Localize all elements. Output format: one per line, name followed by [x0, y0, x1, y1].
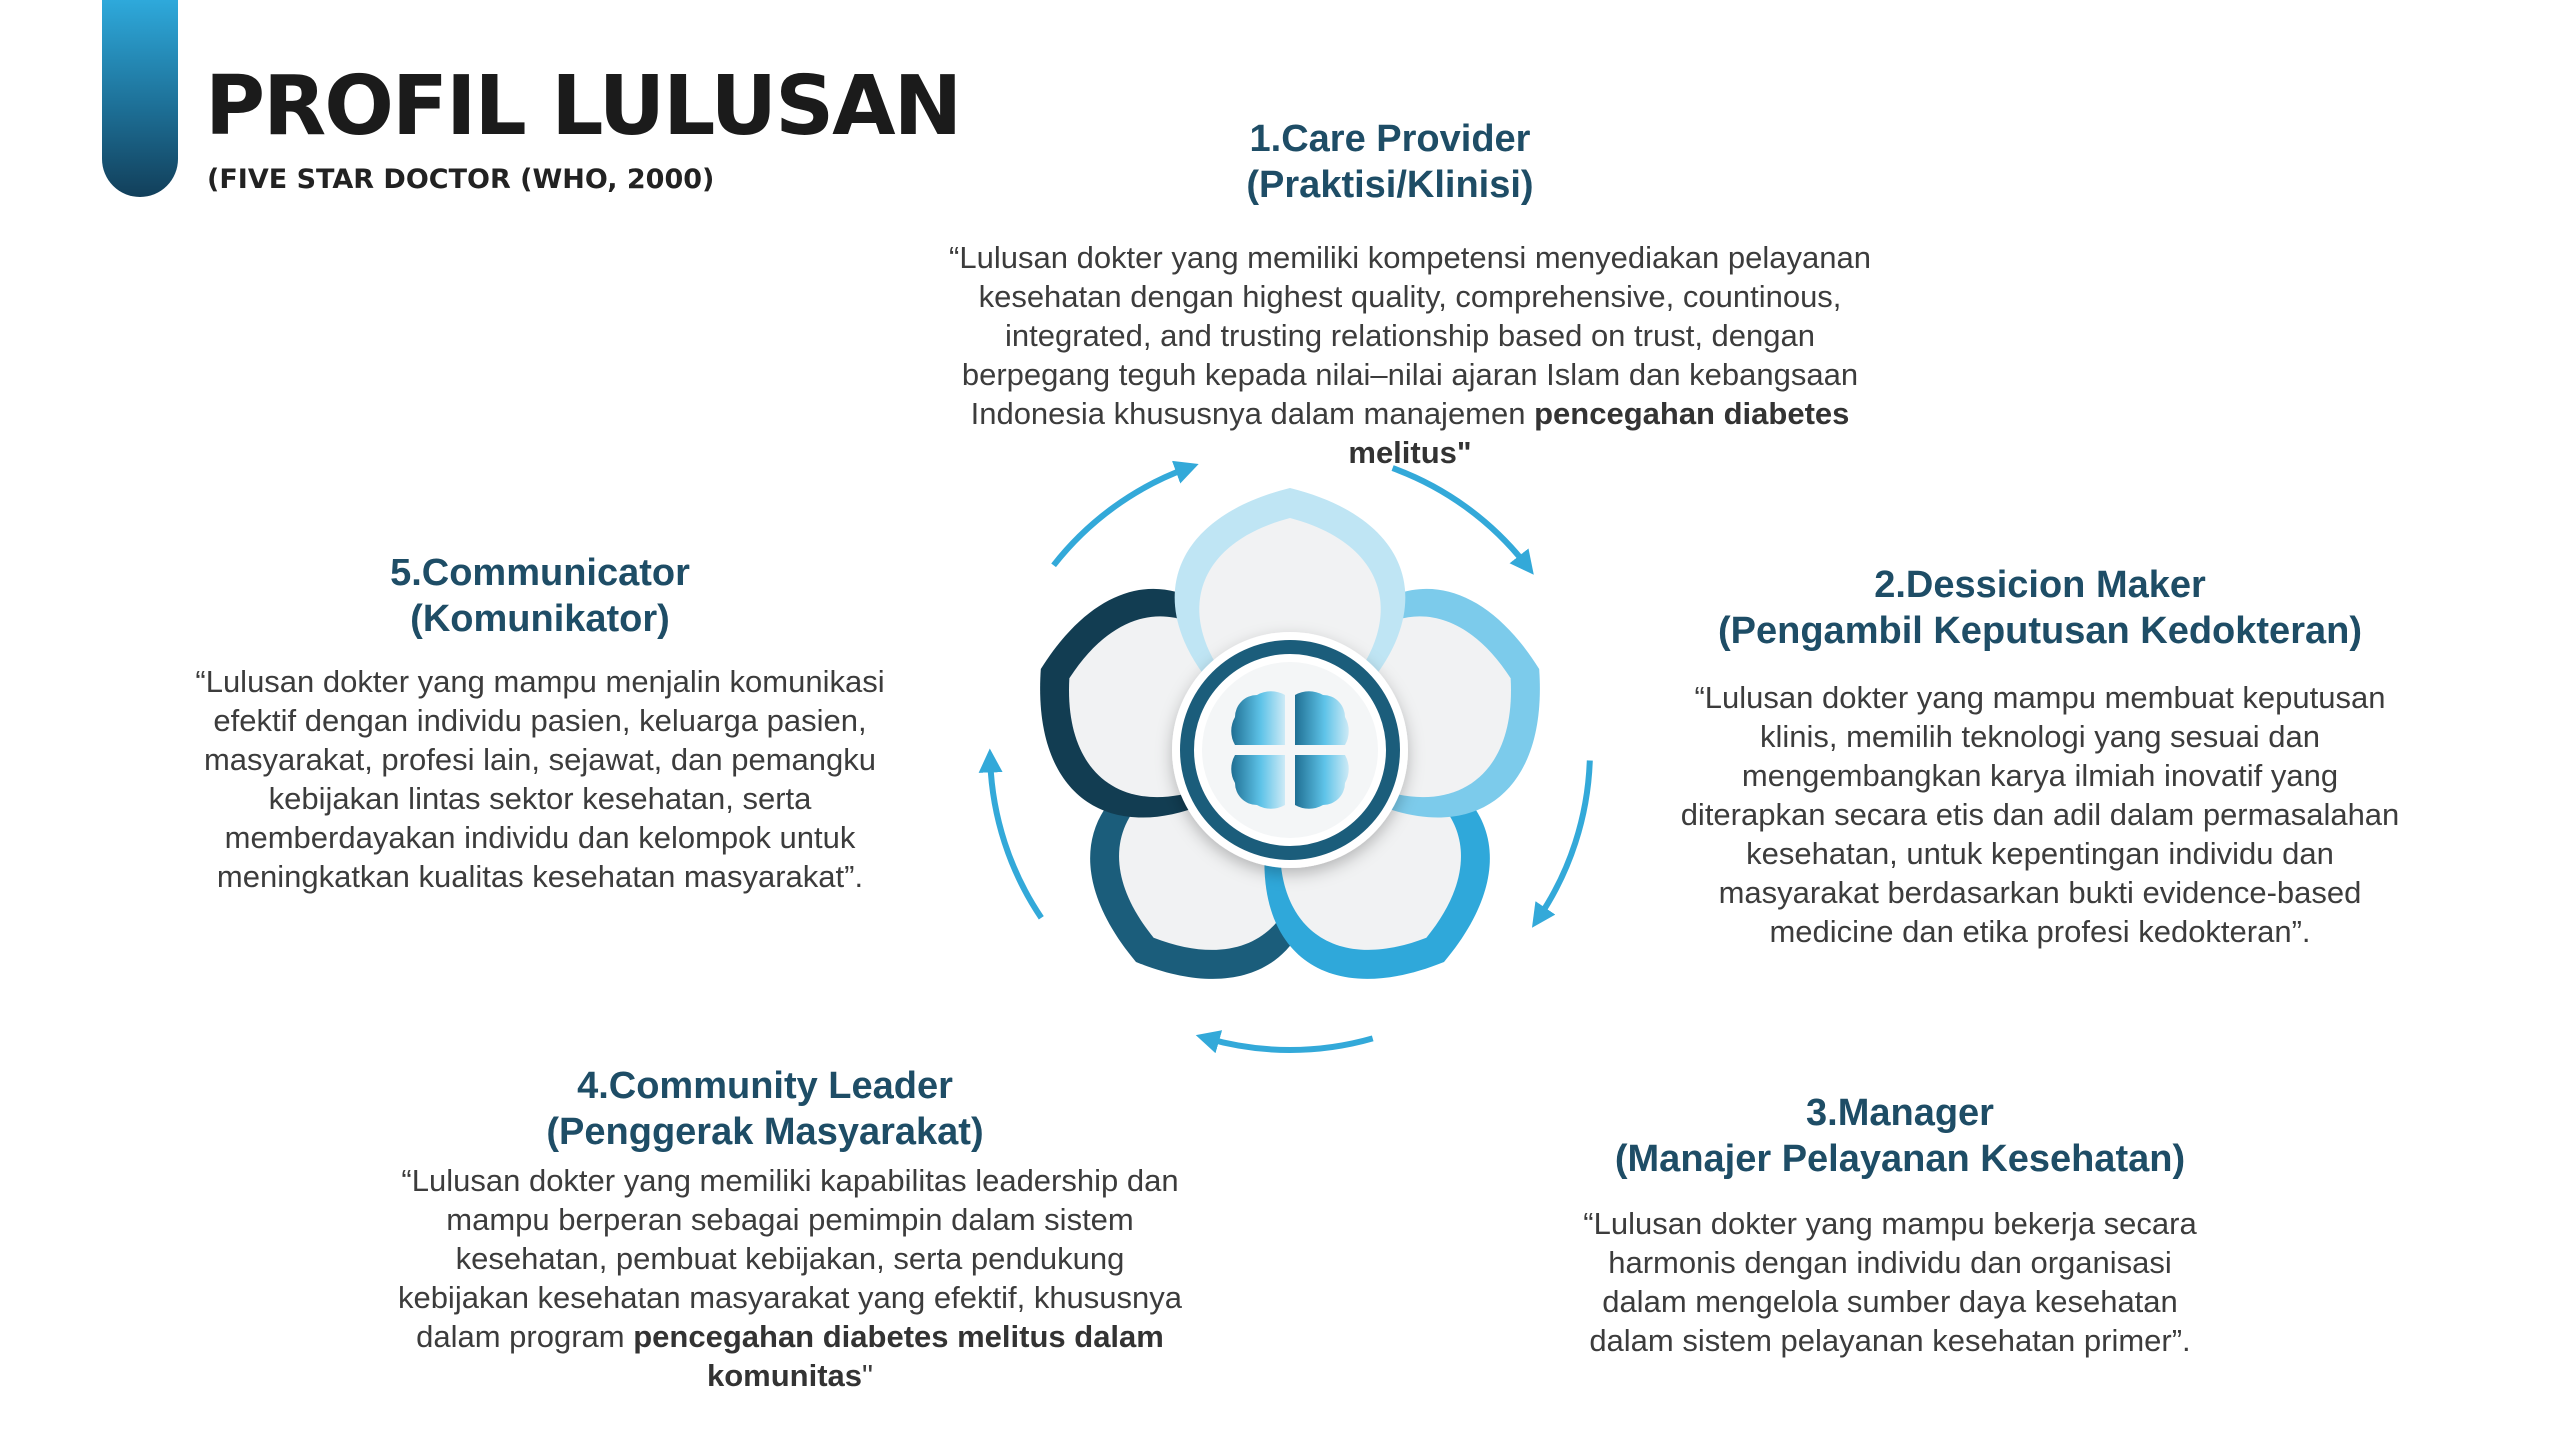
- cycle-arrow: [1531, 760, 1593, 928]
- desc-line: kesehatan, pembuat kebijakan, serta pend…: [455, 1241, 1125, 1276]
- role-description: “Lulusan dokter yang memiliki kapabilita…: [360, 1161, 1220, 1395]
- role-communicator: 5.Communicator (Komunikator) “Lulusan do…: [160, 550, 920, 896]
- four-leaf-grid-icon: [1231, 691, 1349, 809]
- desc-text: Indonesia khususnya dalam manajemen: [970, 396, 1535, 431]
- role-care-provider: 1.Care Provider (Praktisi/Klinisi) “Lulu…: [760, 116, 2060, 472]
- role-subtitle: (Komunikator): [410, 598, 670, 640]
- desc-line: Indonesia khususnya dalam manajemen penc…: [760, 394, 2060, 433]
- role-subtitle: (Manajer Pelayanan Kesehatan): [1614, 1138, 2186, 1180]
- role-title: 2.Dessicion Maker: [1874, 564, 2206, 606]
- cycle-arrow: [1051, 460, 1199, 568]
- desc-bold: melitus": [1348, 435, 1472, 470]
- accent-tab: [102, 0, 178, 197]
- cycle-arrow: [1391, 465, 1534, 575]
- desc-line: kebijakan kesehatan masyarakat yang efek…: [397, 1280, 1183, 1315]
- cycle-arrows: [978, 460, 1593, 1054]
- role-title: 1.Care Provider: [1249, 118, 1531, 160]
- desc-line: melitus": [760, 433, 2060, 472]
- desc-line: “Lulusan dokter yang memiliki kapabilita…: [401, 1163, 1179, 1198]
- desc-line: medicine dan etika profesi kedokteran”.: [1769, 914, 2311, 949]
- desc-line: “Lulusan dokter yang mampu bekerja secar…: [1583, 1206, 2197, 1241]
- role-description: “Lulusan dokter yang mampu bekerja secar…: [1510, 1204, 2270, 1360]
- desc-line: klinis, memilih teknologi yang sesuai da…: [1759, 719, 2320, 754]
- desc-line: “Lulusan dokter yang mampu menjalin komu…: [195, 664, 885, 699]
- page-subtitle: (FIVE STAR DOCTOR (WHO, 2000): [207, 164, 715, 195]
- desc-line: mampu berperan sebagai pemimpin dalam si…: [446, 1202, 1134, 1237]
- desc-line: integrated, and trusting relationship ba…: [1005, 318, 1815, 353]
- page-title: PROFIL LULUSAN: [205, 59, 962, 154]
- desc-line: berpegang teguh kepada nilai–nilai ajara…: [961, 357, 1859, 392]
- cycle-arrow: [1195, 1030, 1374, 1054]
- desc-line: masyarakat, profesi lain, sejawat, dan p…: [203, 742, 877, 777]
- role-decision-maker: 2.Dessicion Maker (Pengambil Keputusan K…: [1660, 562, 2420, 951]
- role-subtitle: (Penggerak Masyarakat): [546, 1111, 984, 1153]
- role-description: “Lulusan dokter yang mampu membuat keput…: [1660, 678, 2420, 951]
- desc-line: memberdayakan individu dan kelompok untu…: [224, 820, 856, 855]
- desc-line: komunitas": [360, 1356, 1220, 1395]
- desc-line: mengembangkan karya ilmiah inovatif yang: [1741, 758, 2339, 793]
- desc-line: meningkatkan kualitas kesehatan masyarak…: [216, 859, 864, 894]
- center-hub: [1172, 632, 1408, 868]
- desc-line: masyarakat berdasarkan bukti evidence-ba…: [1718, 875, 2362, 910]
- desc-line: dalam program pencegahan diabetes melitu…: [360, 1317, 1220, 1356]
- role-subtitle: (Pengambil Keputusan Kedokteran): [1718, 610, 2362, 652]
- desc-line: diterapkan secara etis dan adil dalam pe…: [1680, 797, 2400, 832]
- flower-graphic: [978, 460, 1593, 1054]
- role-community-leader: 4.Community Leader (Penggerak Masyarakat…: [360, 1063, 1220, 1395]
- role-description: “Lulusan dokter yang mampu menjalin komu…: [160, 662, 920, 896]
- desc-line: “Lulusan dokter yang mampu membuat keput…: [1694, 680, 2386, 715]
- desc-line: kesehatan dengan highest quality, compre…: [978, 279, 1842, 314]
- role-title: 5.Communicator: [390, 552, 690, 594]
- desc-line: dalam mengelola sumber daya kesehatan: [1602, 1284, 2178, 1319]
- role-manager: 3.Manager (Manajer Pelayanan Kesehatan) …: [1510, 1090, 2270, 1360]
- desc-text: ": [862, 1358, 874, 1393]
- desc-line: “Lulusan dokter yang memiliki kompetensi…: [949, 240, 1871, 275]
- desc-line: kebijakan lintas sektor kesehatan, serta: [268, 781, 812, 816]
- cycle-arrow: [978, 748, 1044, 920]
- role-description: “Lulusan dokter yang memiliki kompetensi…: [760, 238, 2060, 472]
- desc-text: dalam program: [416, 1319, 634, 1354]
- center-inner-circle: [1202, 662, 1378, 838]
- desc-line: dalam sistem pelayanan kesehatan primer”…: [1589, 1323, 2191, 1358]
- desc-line: harmonis dengan individu dan organisasi: [1608, 1245, 2172, 1280]
- desc-bold: komunitas: [706, 1358, 862, 1393]
- role-title: 3.Manager: [1806, 1092, 1994, 1134]
- desc-line: efektif dengan individu pasien, keluarga…: [213, 703, 867, 738]
- desc-bold: pencegahan diabetes: [1534, 396, 1850, 431]
- desc-bold: pencegahan diabetes melitus dalam: [633, 1319, 1164, 1354]
- desc-line: kesehatan, untuk kepentingan individu da…: [1746, 836, 2334, 871]
- center-ring: [1180, 640, 1400, 860]
- role-subtitle: (Praktisi/Klinisi): [1246, 164, 1534, 206]
- role-title: 4.Community Leader: [577, 1065, 953, 1107]
- five-star-flower-diagram: [960, 420, 1620, 1080]
